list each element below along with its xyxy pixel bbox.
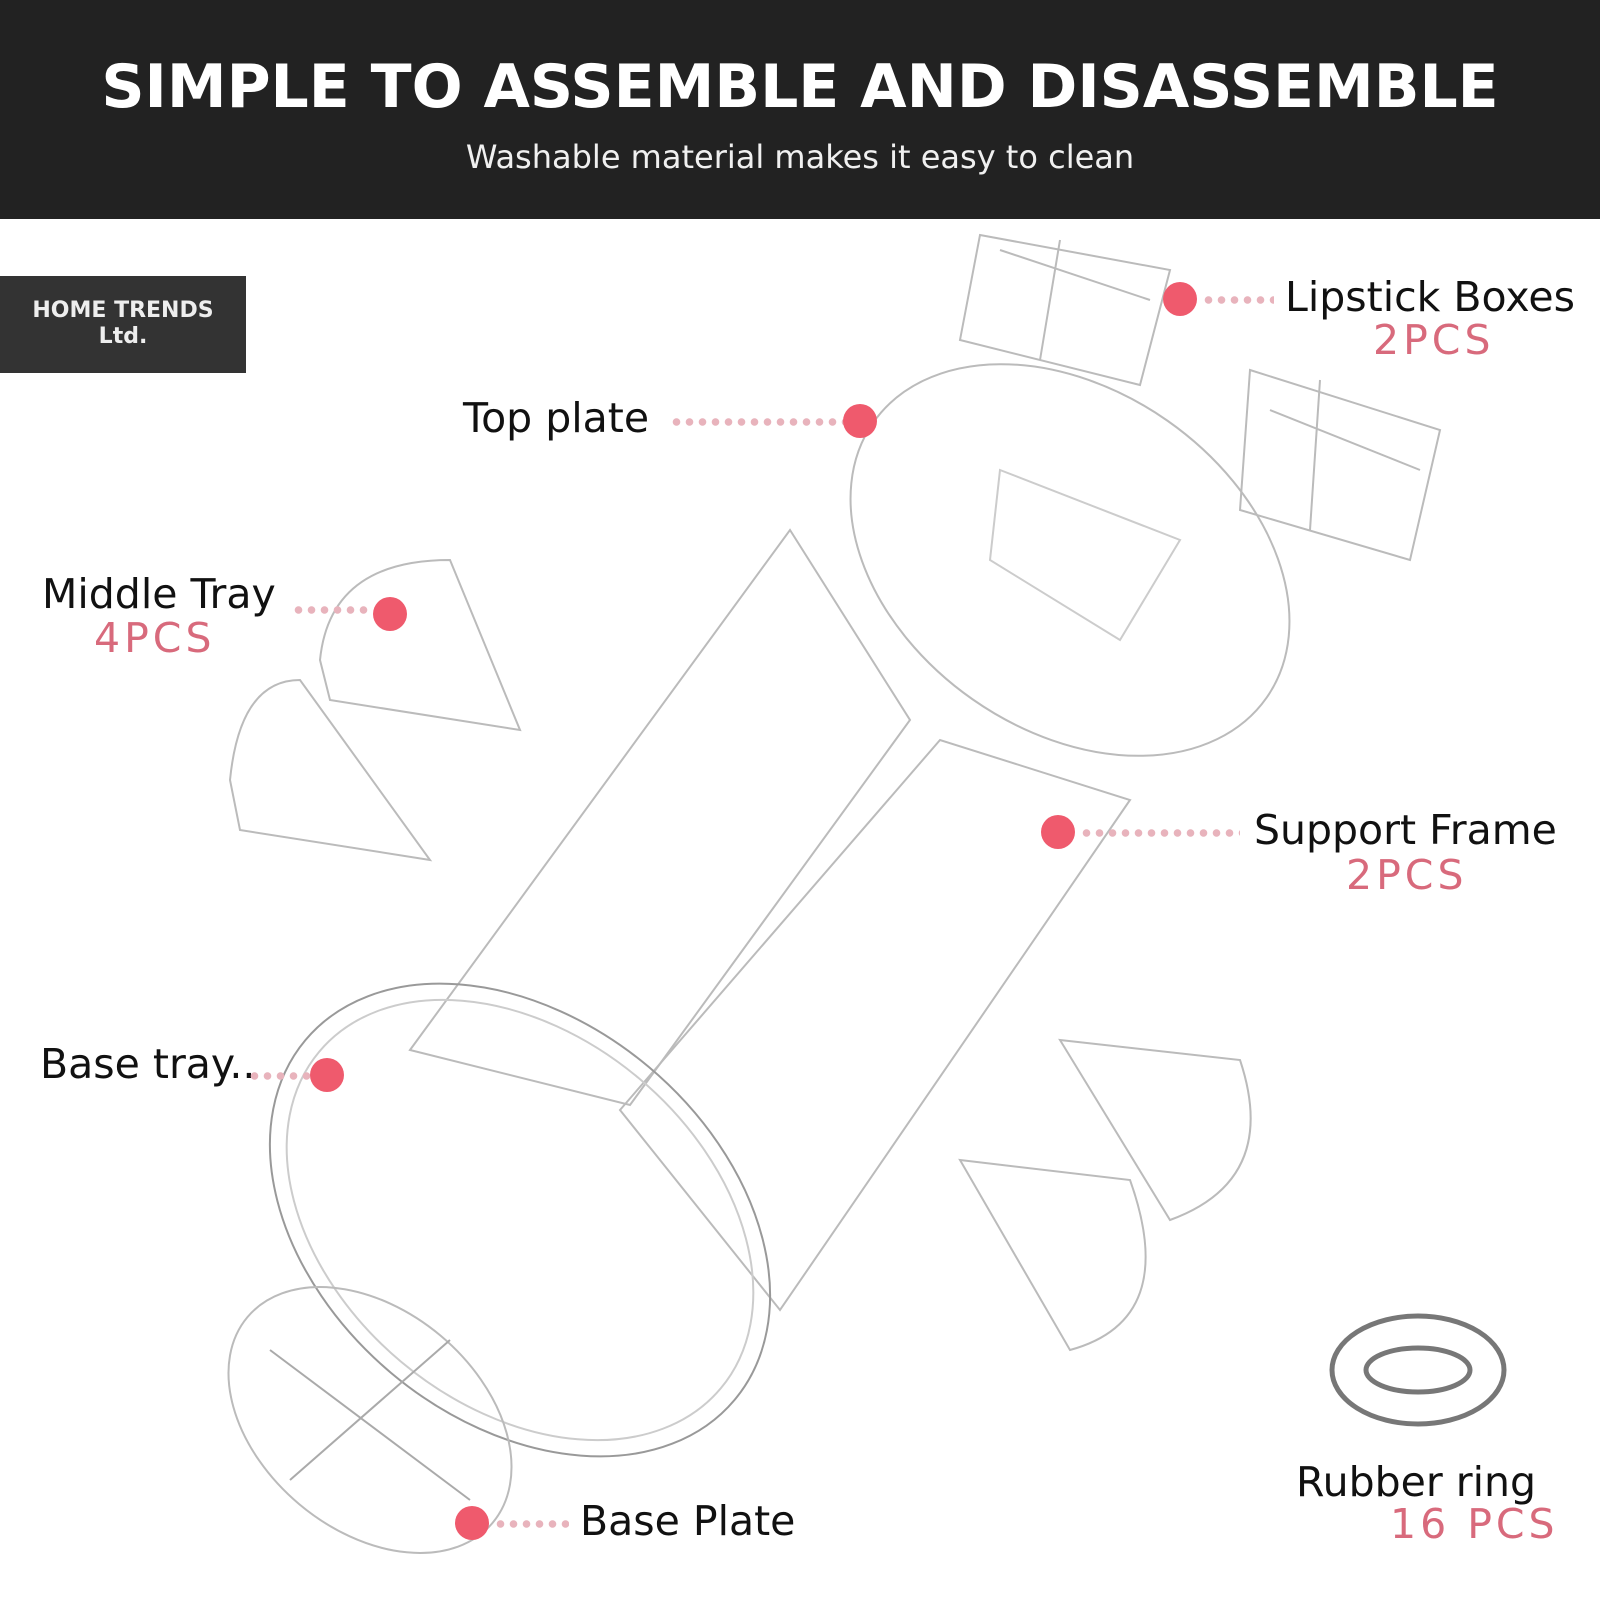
base-plate-leader bbox=[494, 1520, 569, 1528]
top-plate-label: Top plate bbox=[463, 394, 650, 442]
top-plate-marker bbox=[843, 404, 877, 438]
page-title: SIMPLE TO ASSEMBLE AND DISASSEMBLE bbox=[101, 52, 1499, 122]
brand-suffix: Ltd. bbox=[98, 324, 148, 349]
middle-tray-illustration bbox=[228, 558, 1252, 1352]
base-tray-illustration bbox=[268, 982, 772, 1458]
base-tray-label: Base tray.. bbox=[40, 1040, 256, 1088]
lipstick-boxes-marker bbox=[1163, 282, 1197, 316]
base-plate-label: Base Plate bbox=[580, 1497, 796, 1545]
middle-tray-marker bbox=[373, 597, 407, 631]
top-plate-leader bbox=[670, 418, 845, 426]
middle-tray-count: 4PCS bbox=[94, 614, 216, 662]
support-frame-illustration bbox=[408, 528, 1132, 1312]
page-subtitle: Washable material makes it easy to clean bbox=[465, 138, 1135, 176]
header-banner: SIMPLE TO ASSEMBLE AND DISASSEMBLE Washa… bbox=[0, 0, 1600, 219]
base-plate-illustration bbox=[227, 1286, 513, 1554]
lipstick-boxes-leader bbox=[1202, 296, 1274, 304]
rubber-ring-count: 16 PCS bbox=[1390, 1500, 1559, 1548]
lipstick-boxes-count: 2PCS bbox=[1373, 316, 1495, 364]
rubber-ring-label: Rubber ring bbox=[1296, 1458, 1537, 1506]
lipstick-boxes-label: Lipstick Boxes bbox=[1285, 273, 1575, 321]
brand-badge: HOME TRENDS Ltd. bbox=[0, 276, 246, 373]
lipstick-box-illustration bbox=[958, 233, 1442, 562]
rubber-ring-illustration bbox=[1329, 1313, 1507, 1427]
base-plate-marker bbox=[455, 1506, 489, 1540]
top-plate-illustration bbox=[849, 363, 1291, 757]
support-frame-marker bbox=[1041, 815, 1075, 849]
middle-tray-leader bbox=[292, 606, 370, 614]
support-frame-leader bbox=[1080, 829, 1240, 837]
brand-name: HOME TRENDS bbox=[32, 298, 214, 323]
middle-tray-label: Middle Tray bbox=[42, 570, 276, 618]
base-tray-marker bbox=[310, 1058, 344, 1092]
support-frame-label: Support Frame bbox=[1254, 806, 1557, 854]
base-tray-leader bbox=[248, 1072, 313, 1080]
support-frame-count: 2PCS bbox=[1346, 851, 1468, 899]
